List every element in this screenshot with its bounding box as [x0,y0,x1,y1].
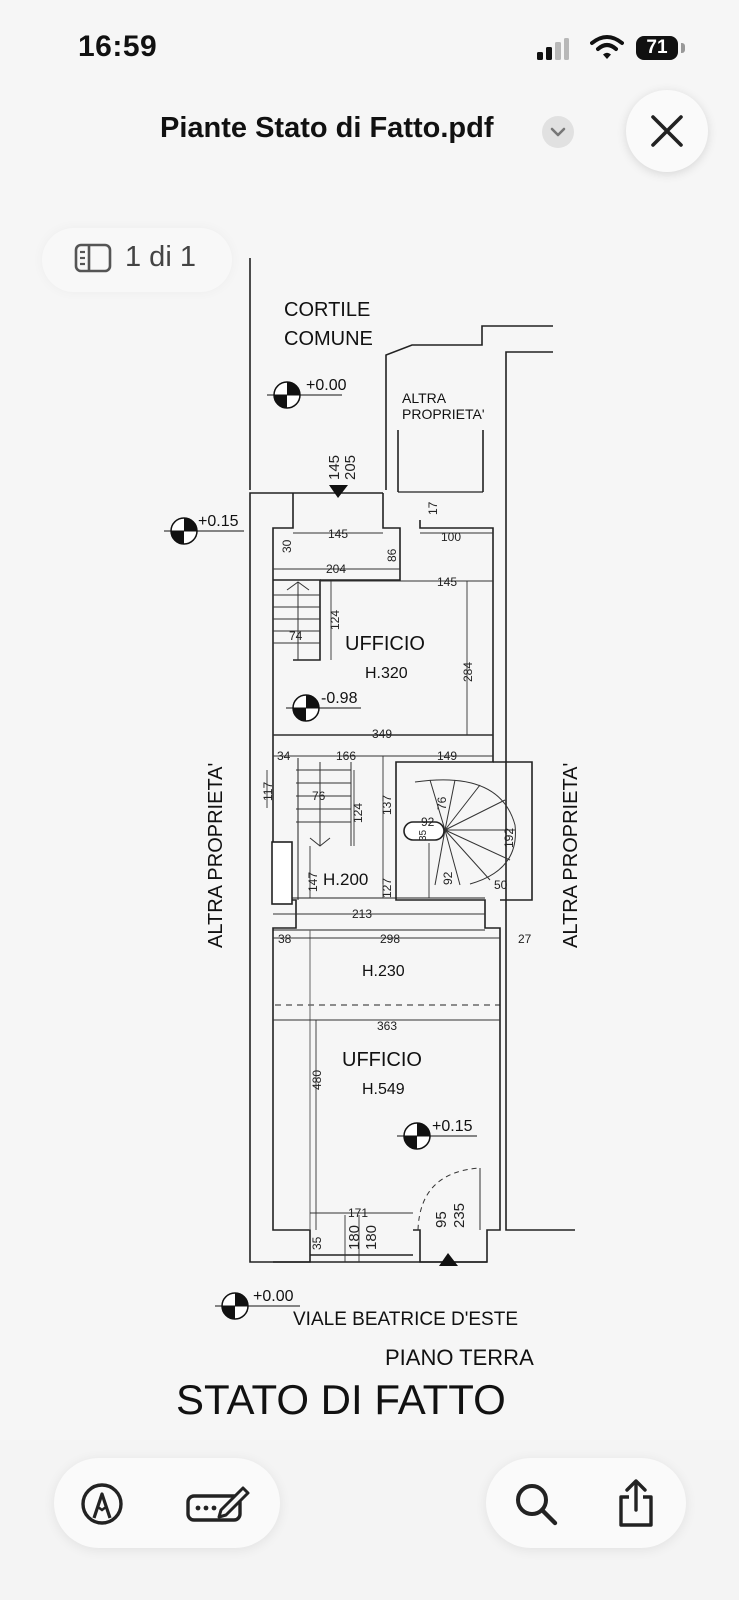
label-proprieta-top: PROPRIETA' [402,406,485,422]
actions-toolbar-group [486,1458,686,1548]
dim-127: 127 [380,878,394,898]
chevron-down-icon [550,127,566,137]
dim-92b: 92 [441,871,455,885]
page-indicator[interactable]: 1 di 1 [42,228,232,292]
search-button[interactable] [506,1474,566,1534]
dim-124a: 124 [328,610,342,630]
label-altra-right: ALTRA PROPRIETA' [560,763,582,948]
markup-pen-icon [81,1483,123,1525]
dim-76b: 76 [435,796,449,810]
dim-284: 284 [461,662,475,682]
dim-50: 50 [494,878,508,892]
label-altra-left: ALTRA PROPRIETA' [205,763,227,948]
level-cortile: +0.00 [306,377,347,394]
label-h320: H.320 [365,665,408,682]
status-bar: 16:59 71 [0,0,739,92]
label-h549: H.549 [362,1081,405,1098]
dim-149: 149 [437,749,457,763]
floor-plan: +0.00 +0.15 -0.98 +0.15 +0.00 CORTILE CO… [164,258,582,1423]
signature-button[interactable] [182,1474,254,1534]
label-comune: COMUNE [284,328,373,350]
clock: 16:59 [78,30,158,63]
dim-145a: 145 [326,455,343,480]
label-h230: H.230 [362,963,405,980]
dim-17: 17 [426,501,440,515]
close-button[interactable] [626,90,708,172]
sidebar-icon [74,243,112,273]
dim-192: 192 [502,828,516,848]
dim-100: 100 [441,530,461,544]
dim-86: 86 [385,548,399,562]
dim-213: 213 [352,907,372,921]
dim-349: 349 [372,727,392,741]
level-upper-left: +0.15 [198,513,239,530]
dim-166: 166 [336,749,356,763]
dim-92a: 92 [421,815,435,829]
dim-480: 480 [310,1070,324,1090]
label-street: VIALE BEATRICE D'ESTE [293,1309,518,1330]
dim-76a: 76 [312,789,326,803]
dim-117: 117 [261,782,275,801]
dim-180b: 180 [363,1225,380,1250]
dim-34: 34 [277,749,291,763]
document-title[interactable]: Piante Stato di Fatto.pdf [160,112,494,144]
dim-235: 235 [451,1203,468,1228]
dim-137: 137 [380,795,394,815]
dim-38: 38 [278,932,292,946]
signature-icon [186,1486,250,1522]
dim-74: 74 [289,629,303,643]
label-ufficio-1: UFFICIO [345,633,425,655]
dim-147: 147 [306,872,320,892]
level-ufficio-2: +0.15 [432,1118,473,1135]
dim-145b: 145 [328,527,348,541]
close-icon [651,115,683,147]
search-icon [516,1484,558,1526]
dim-171: 171 [348,1206,368,1220]
level-ufficio-1: -0.98 [321,690,358,707]
share-icon [619,1479,653,1527]
dim-35b: 35 [310,1236,324,1250]
dim-124b: 124 [351,803,365,823]
markup-button[interactable] [72,1474,132,1534]
level-markers [164,381,477,1320]
dim-363: 363 [377,1019,397,1033]
title-menu-button[interactable] [542,116,574,148]
markup-toolbar-group [54,1458,280,1548]
dim-205: 205 [342,455,359,480]
dim-298: 298 [380,932,400,946]
dim-204: 204 [326,562,346,576]
dim-180a: 180 [346,1225,363,1250]
dim-27: 27 [518,932,532,946]
dim-95: 95 [433,1211,450,1228]
plan-heading: STATO DI FATTO [176,1376,506,1423]
level-street: +0.00 [253,1288,294,1305]
battery-icon: 71 [636,36,678,60]
dim-30: 30 [280,539,294,553]
label-ufficio-2: UFFICIO [342,1049,422,1071]
label-cortile: CORTILE [284,299,370,321]
label-h200: H.200 [323,870,368,889]
share-button[interactable] [606,1474,666,1534]
dim-145c: 145 [437,575,457,589]
label-altra-top: ALTRA [402,390,447,406]
cellular-signal-icon [537,38,569,60]
wifi-icon [590,35,624,59]
dim-35a: 35 [418,829,429,841]
battery-cap [681,43,685,53]
label-floor: PIANO TERRA [385,1345,534,1370]
page-count: 1 di 1 [125,241,196,273]
